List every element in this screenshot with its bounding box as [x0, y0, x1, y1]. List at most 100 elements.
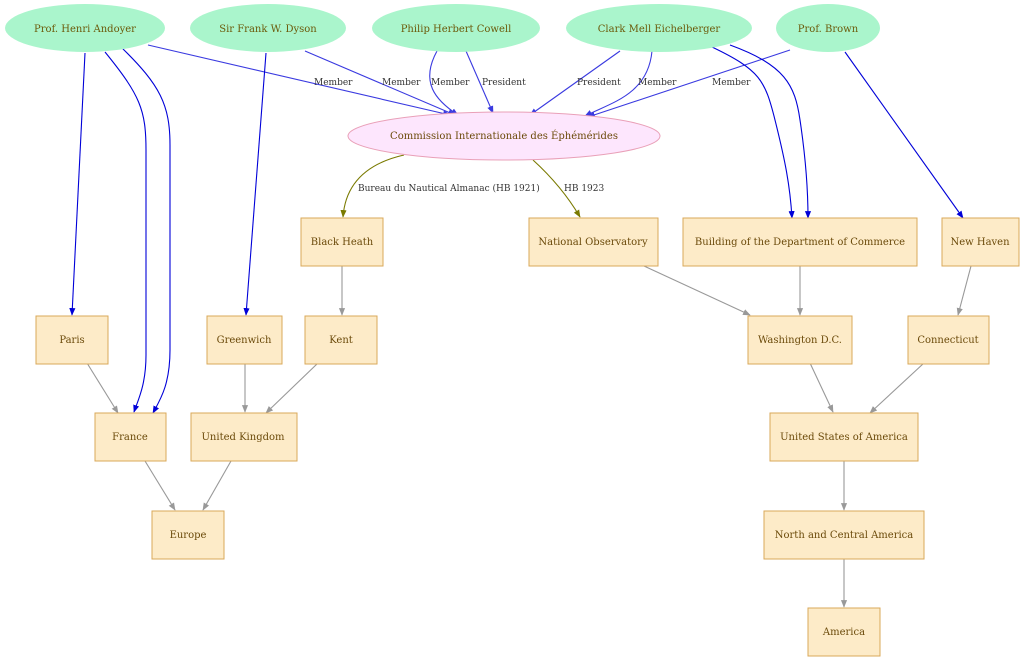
node-kent[interactable]: Kent: [304, 315, 378, 365]
node-andoyer-label: Prof. Henri Andoyer: [34, 24, 136, 35]
node-paris-box: [35, 315, 109, 365]
node-usa-label: United States of America: [780, 432, 908, 443]
node-connecticut-label: Connecticut: [917, 335, 978, 346]
node-paris-label: Paris: [59, 335, 84, 346]
edge-label-eichelberger-member: Member: [638, 78, 677, 88]
node-france[interactable]: France: [94, 412, 167, 462]
node-national-observatory[interactable]: National Observatory: [528, 217, 659, 267]
node-cowell-shape: [372, 4, 540, 52]
node-commission-label: Commission Internationale des Éphéméride…: [390, 130, 618, 142]
edge-commission-national: [532, 159, 581, 218]
node-greenwich-box: [206, 315, 283, 365]
node-north-central-america-box: [763, 510, 925, 560]
edge-commission-blackheath: [340, 154, 405, 218]
node-brown-shape: [776, 4, 880, 52]
edge-national-washington: [643, 265, 751, 316]
node-connecticut[interactable]: Connecticut: [907, 315, 990, 365]
node-dyson-shape: [190, 4, 346, 52]
edge-cowell-member: [429, 50, 459, 116]
node-united-kingdom-box: [190, 412, 298, 462]
edges: [69, 44, 972, 608]
node-dept-commerce-box: [682, 217, 918, 267]
edge-andoyer-france-1: [104, 51, 147, 413]
node-dept-commerce[interactable]: Building of the Department of Commerce: [682, 217, 918, 267]
edge-kent-uk: [265, 362, 319, 414]
edge-eichelberger-commerce-1: [711, 46, 795, 219]
node-eichelberger[interactable]: Clark Mell Eichelberger: [566, 4, 752, 52]
node-france-label: France: [112, 432, 148, 443]
node-black-heath-label: Black Heath: [311, 237, 374, 248]
edge-andoyer-france-2: [121, 47, 171, 414]
node-usa-box: [769, 412, 919, 462]
edge-washington-usa: [809, 362, 834, 413]
node-eichelberger-shape: [566, 4, 752, 52]
edge-paris-france: [86, 362, 119, 414]
node-washington[interactable]: Washington D.C.: [747, 315, 853, 365]
edge-label-cowell-president: President: [482, 78, 526, 88]
node-national-observatory-label: National Observatory: [538, 237, 648, 248]
node-new-haven-label: New Haven: [950, 237, 1010, 248]
node-america-box: [807, 607, 881, 657]
edge-label-hb1923: HB 1923: [564, 184, 605, 194]
node-new-haven[interactable]: New Haven: [941, 217, 1020, 267]
node-greenwich[interactable]: Greenwich: [206, 315, 283, 365]
edge-brown-newhaven: [844, 51, 964, 219]
node-brown[interactable]: Prof. Brown: [776, 4, 880, 52]
node-dyson-label: Sir Frank W. Dyson: [219, 24, 317, 35]
node-washington-box: [747, 315, 853, 365]
edge-andoyer-paris: [69, 52, 86, 316]
edge-connecticut-usa: [869, 362, 925, 414]
node-andoyer[interactable]: Prof. Henri Andoyer: [5, 4, 165, 52]
edge-label-eichelberger-president: President: [577, 78, 621, 88]
node-cowell[interactable]: Philip Herbert Cowell: [372, 4, 540, 52]
node-washington-label: Washington D.C.: [758, 335, 842, 346]
node-europe-label: Europe: [170, 530, 207, 541]
node-connecticut-box: [907, 315, 990, 365]
node-america-label: America: [822, 627, 865, 638]
node-dept-commerce-label: Building of the Department of Commerce: [695, 237, 905, 248]
place-nodes: Black Heath National Observatory Buildin…: [35, 217, 1020, 657]
node-commission[interactable]: Commission Internationale des Éphéméride…: [347, 111, 661, 161]
node-kent-box: [304, 315, 378, 365]
node-europe[interactable]: Europe: [151, 510, 225, 560]
node-commission-shape: [347, 111, 661, 161]
edge-eichelberger-president: [529, 50, 621, 116]
node-france-box: [94, 412, 167, 462]
edge-label-bureau-hb1921: Bureau du Nautical Almanac (HB 1921): [358, 183, 540, 194]
edge-labels: Member Member Member President President…: [314, 78, 751, 194]
node-united-kingdom-label: United Kingdom: [202, 432, 286, 443]
edge-uk-europe: [202, 460, 232, 511]
edge-dyson-commission: [304, 50, 456, 116]
node-america[interactable]: America: [807, 607, 881, 657]
edge-france-europe: [144, 460, 176, 511]
edge-cowell-president: [465, 50, 494, 114]
node-brown-label: Prof. Brown: [798, 24, 859, 35]
person-nodes: Prof. Henri Andoyer Sir Frank W. Dyson P…: [5, 4, 880, 52]
node-paris[interactable]: Paris: [35, 315, 109, 365]
edge-andoyer-commission: [147, 44, 451, 117]
node-greenwich-label: Greenwich: [217, 335, 272, 346]
node-national-observatory-box: [528, 217, 659, 267]
node-eichelberger-label: Clark Mell Eichelberger: [598, 24, 721, 35]
edge-label-andoyer-member: Member: [314, 78, 353, 88]
edge-label-brown-member: Member: [712, 78, 751, 88]
node-kent-label: Kent: [329, 335, 353, 346]
node-north-central-america-label: North and Central America: [775, 530, 914, 541]
node-black-heath[interactable]: Black Heath: [300, 217, 384, 267]
node-united-kingdom[interactable]: United Kingdom: [190, 412, 298, 462]
node-cowell-label: Philip Herbert Cowell: [401, 24, 512, 35]
edge-eichelberger-commerce-2: [729, 44, 812, 219]
node-andoyer-shape: [5, 4, 165, 52]
edge-dyson-greenwich: [243, 52, 267, 316]
node-usa[interactable]: United States of America: [769, 412, 919, 462]
node-north-central-america[interactable]: North and Central America: [763, 510, 925, 560]
node-dyson[interactable]: Sir Frank W. Dyson: [190, 4, 346, 52]
node-black-heath-box: [300, 217, 384, 267]
node-europe-box: [151, 510, 225, 560]
edge-label-dyson-member: Member: [382, 78, 421, 88]
edge-label-cowell-member: Member: [431, 78, 470, 88]
node-new-haven-box: [941, 217, 1020, 267]
edge-newhaven-connecticut: [956, 265, 972, 316]
edge-brown-member: [587, 49, 791, 118]
